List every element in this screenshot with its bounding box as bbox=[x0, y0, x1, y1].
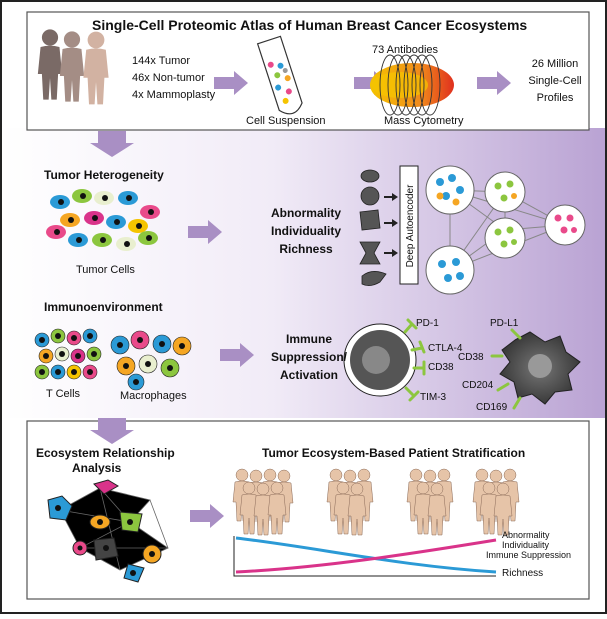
marker-cd204: CD204 bbox=[462, 380, 494, 391]
metric-abnormality: Abnormality bbox=[270, 206, 341, 220]
mass-cytometry-icon bbox=[370, 54, 454, 116]
cell-morphology-shapes bbox=[359, 169, 387, 286]
tumor-count: 144x Tumor bbox=[132, 55, 191, 67]
marker-cd38-t: CD38 bbox=[428, 362, 454, 373]
marker-pdl1: PD-L1 bbox=[490, 318, 519, 329]
cell-suspension-label: Cell Suspension bbox=[246, 115, 326, 127]
marker-cd169: CD169 bbox=[476, 402, 508, 413]
patients-silhouettes bbox=[37, 29, 109, 105]
stratification-title: Tumor Ecosystem-Based Patient Stratifica… bbox=[262, 446, 526, 460]
macrophage-receptors-icon bbox=[490, 328, 581, 410]
tumor-cells-label: Tumor Cells bbox=[76, 264, 135, 276]
atlas-title: Single-Cell Proteomic Atlas of Human Bre… bbox=[92, 17, 528, 33]
marker-ctla4: CTLA-4 bbox=[428, 343, 463, 354]
ecosystem-analysis-line-2: Analysis bbox=[72, 461, 122, 475]
antibodies-label: 73 Antibodies bbox=[372, 44, 439, 56]
macrophages-cluster bbox=[110, 330, 192, 391]
label-richness: Richness bbox=[502, 568, 544, 579]
label-immune-suppression: Immune Suppression bbox=[486, 550, 572, 560]
immune-line-2: Suppression/ bbox=[270, 350, 347, 364]
mass-cytometry-label: Mass Cytometry bbox=[384, 115, 464, 127]
metric-individuality: Individuality bbox=[270, 224, 341, 238]
t-cells-cluster bbox=[34, 328, 102, 380]
immune-line-1: Immune bbox=[285, 332, 332, 346]
nontumor-count: 46x Non-tumor bbox=[132, 72, 205, 84]
tumor-heterogeneity-heading: Tumor Heterogeneity bbox=[44, 168, 164, 182]
test-tube-icon bbox=[256, 35, 303, 115]
marker-cd38-m: CD38 bbox=[458, 352, 484, 363]
t-cells-label: T Cells bbox=[46, 388, 81, 400]
profiles-line-1: 26 Million bbox=[531, 58, 579, 70]
richness-curve bbox=[235, 536, 497, 574]
ecosystem-network bbox=[47, 479, 169, 583]
cluster-network bbox=[425, 165, 586, 295]
profiles-line-2: Single-Cell bbox=[528, 75, 582, 87]
top-box bbox=[26, 11, 590, 131]
t-cell-receptors-icon bbox=[343, 318, 426, 402]
deep-autoencoder-label: Deep Autoencoder bbox=[405, 184, 416, 268]
immune-line-3: Activation bbox=[279, 368, 338, 382]
ecosystem-analysis-line-1: Ecosystem Relationship bbox=[36, 446, 175, 460]
profiles-line-3: Profiles bbox=[536, 92, 574, 104]
label-individuality: Individuality bbox=[502, 540, 550, 550]
abnormality-curve bbox=[235, 538, 497, 574]
immunoenvironment-heading: Immunoenvironment bbox=[44, 300, 163, 314]
macrophages-label: Macrophages bbox=[120, 390, 187, 402]
stratification-plot bbox=[233, 536, 497, 577]
marker-pd1: PD-1 bbox=[416, 318, 439, 329]
marker-tim3: TIM-3 bbox=[420, 392, 447, 403]
deep-autoencoder-box bbox=[399, 165, 419, 285]
metric-richness: Richness bbox=[279, 242, 333, 256]
label-abnormality: Abnormality bbox=[502, 530, 550, 540]
morphology-arrows bbox=[384, 193, 398, 257]
mammoplasty-count: 4x Mammoplasty bbox=[132, 89, 216, 101]
